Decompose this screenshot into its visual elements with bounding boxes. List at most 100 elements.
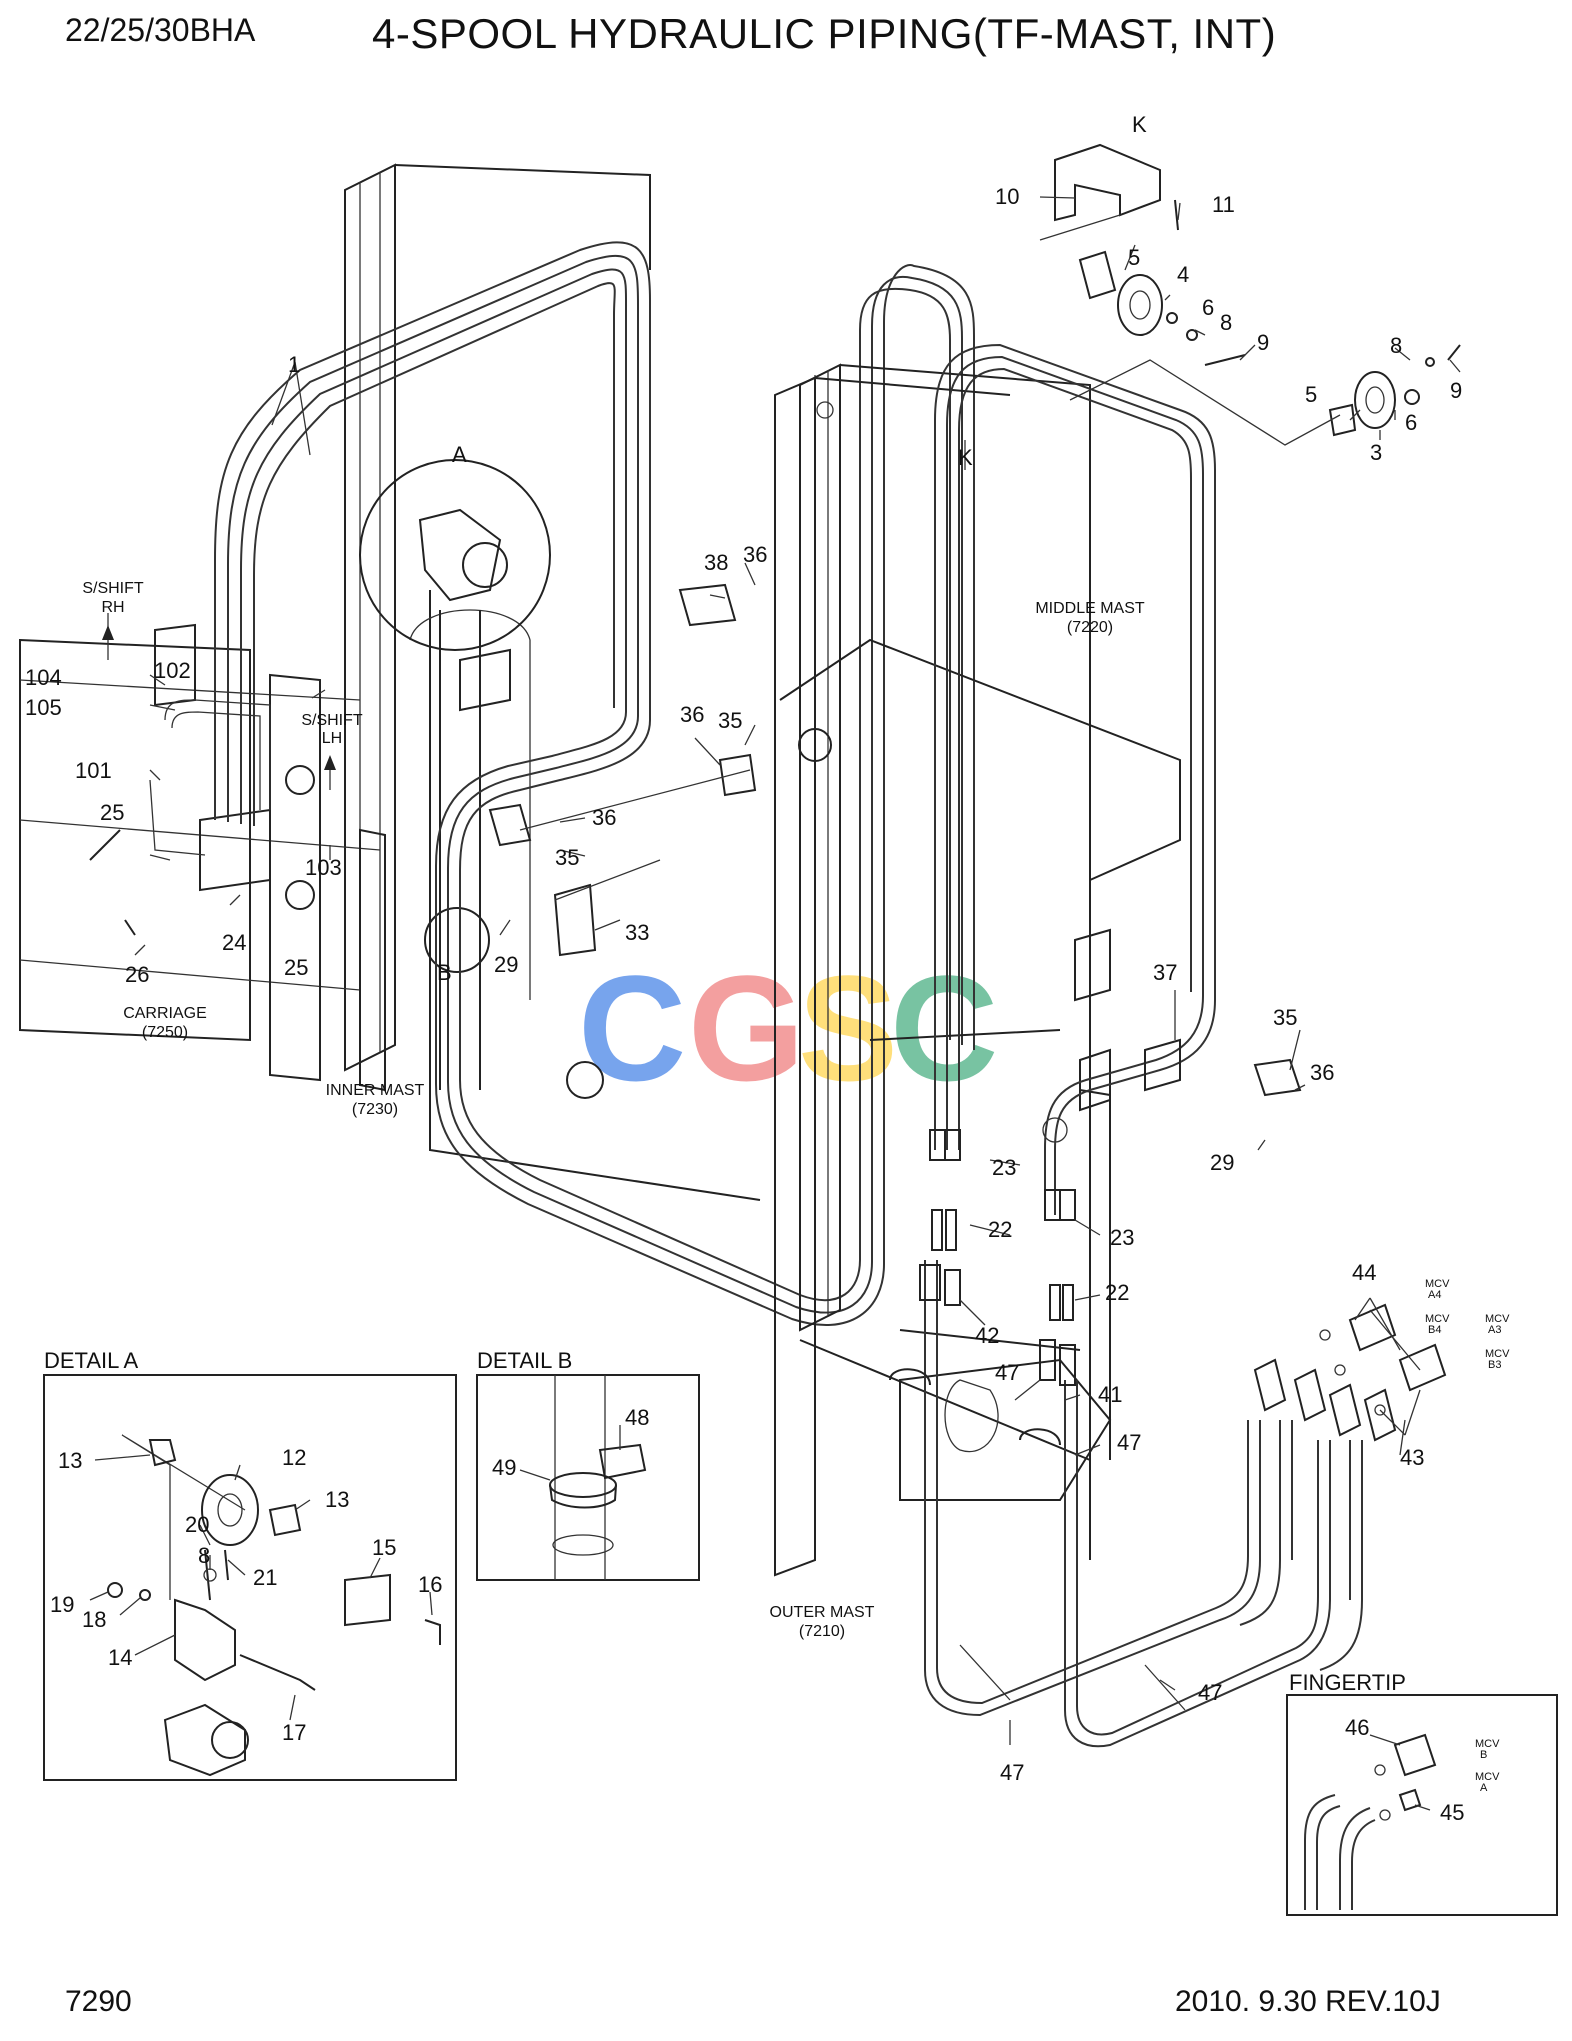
callout: 44	[1352, 1260, 1376, 1285]
callout: 22	[988, 1217, 1012, 1242]
sshift-lh-side: LH	[322, 730, 342, 747]
callout: 22	[1105, 1280, 1129, 1305]
callout: 12	[282, 1445, 306, 1470]
callout: 23	[992, 1155, 1016, 1180]
hose-runs-bottom	[924, 1260, 1397, 1748]
callout: 33	[625, 920, 649, 945]
callout: 103	[305, 855, 342, 880]
callout: 36	[1310, 1060, 1334, 1085]
callout: 105	[25, 695, 62, 720]
mcv-a4-port: A4	[1428, 1289, 1441, 1301]
callout: 104	[25, 665, 62, 690]
callout: 38	[704, 550, 728, 575]
outer-mast-label: OUTER MAST	[770, 1604, 875, 1621]
outer-mast	[774, 376, 1112, 1577]
part-callouts: 1 102 104 105 101 25 26 24 25 103 38 36 …	[25, 184, 1464, 1825]
watermark-letter-1: C	[578, 944, 686, 1112]
watermark-letter-4: C	[890, 944, 998, 1112]
control-valve-block	[199, 808, 271, 892]
pipe-loop-left	[214, 241, 975, 1327]
callout: 13	[58, 1448, 82, 1473]
carriage-label: CARRIAGE	[123, 1005, 207, 1022]
callout: 11	[1212, 192, 1235, 217]
callout: 24	[222, 930, 246, 955]
callout: 9	[1257, 330, 1269, 355]
model-number: 22/25/30BHA	[65, 12, 256, 48]
view-b-label: B	[437, 960, 452, 985]
revision-date: 2010. 9.30 REV.10J	[1175, 1985, 1441, 2018]
mcv-a3-port: A3	[1488, 1324, 1501, 1336]
callout: 47	[1198, 1680, 1222, 1705]
callout: 42	[975, 1323, 999, 1348]
callout: 14	[108, 1645, 132, 1670]
callout: 36	[743, 542, 767, 567]
callout: 1	[288, 352, 300, 377]
callout: 25	[100, 800, 124, 825]
pipe-loop-middle	[934, 343, 1216, 1215]
callout: 19	[50, 1592, 74, 1617]
callout: 4	[1177, 262, 1189, 287]
middle-mast-number: (7220)	[1067, 619, 1113, 636]
sshift-lh-label: S/SHIFT	[301, 712, 363, 729]
callout: 18	[82, 1607, 106, 1632]
callout: 46	[1345, 1715, 1369, 1740]
mcv-b4-port: B4	[1428, 1324, 1441, 1336]
mcv-fittings	[1319, 1303, 1447, 1456]
carriage	[19, 623, 386, 1092]
inner-mast	[344, 163, 761, 1201]
view-a-label: A	[452, 442, 467, 467]
callout: 6	[1202, 295, 1214, 320]
callout: 20	[185, 1512, 209, 1537]
page-number: 7290	[65, 1985, 132, 2018]
callout: 6	[1405, 410, 1417, 435]
callout: 102	[154, 658, 191, 683]
callout: 17	[282, 1720, 306, 1745]
callout: 35	[718, 708, 742, 733]
callout: 5	[1305, 382, 1317, 407]
callout: 47	[1000, 1760, 1024, 1785]
fingertip-panel	[1286, 1694, 1558, 1916]
callout: 37	[1153, 960, 1177, 985]
callout: 29	[1210, 1150, 1234, 1175]
callout: 3	[1370, 440, 1382, 465]
fittings-center	[889, 1129, 1076, 1446]
mcv-b3-label: MCV	[1485, 1348, 1510, 1360]
callout: 13	[325, 1487, 349, 1512]
sshift-arrows	[102, 625, 336, 790]
callout: 8	[198, 1543, 210, 1568]
mcv-fingertip-a-port: A	[1480, 1782, 1488, 1794]
leader-lines	[89, 196, 1461, 1811]
page-title: 4-SPOOL HYDRAULIC PIPING(TF-MAST, INT)	[372, 10, 1277, 57]
detail-a-panel	[43, 1374, 457, 1781]
inner-mast-number: (7230)	[352, 1101, 398, 1118]
inner-mast-label: INNER MAST	[326, 1082, 425, 1099]
view-k-label-top: K	[1132, 112, 1147, 137]
fingertip-title: FINGERTIP	[1289, 1670, 1406, 1695]
callout: 9	[1450, 378, 1462, 403]
mcv-b3-port: B3	[1488, 1359, 1501, 1371]
detail-a-title: DETAIL A	[44, 1348, 138, 1373]
mcv-port-labels: MCV A4 MCV B4 MCV A3 MCV B3 MCV B MCV A	[1425, 1278, 1510, 1794]
callout: 36	[592, 805, 616, 830]
detail-b-circle	[424, 907, 490, 973]
callout: 41	[1098, 1382, 1122, 1407]
callout: 8	[1220, 310, 1232, 335]
mcv-a4-label: MCV	[1425, 1278, 1450, 1290]
callout: 47	[995, 1360, 1019, 1385]
diagram-labels: DETAIL A DETAIL B FINGERTIP A B K K CARR…	[44, 112, 1406, 1695]
callout: 26	[125, 962, 149, 987]
callout: 21	[253, 1565, 277, 1590]
outer-mast-number: (7210)	[799, 1623, 845, 1640]
callout: 29	[494, 952, 518, 977]
detail-b-panel	[476, 1374, 700, 1581]
callout: 5	[1128, 245, 1140, 270]
callout: 49	[492, 1455, 516, 1480]
roller-bracket-assembly	[1039, 143, 1461, 446]
sshift-rh-side: RH	[101, 599, 124, 616]
callout: 35	[1273, 1005, 1297, 1030]
mcv-b4-label: MCV	[1425, 1313, 1450, 1325]
mcv-a3-label: MCV	[1485, 1313, 1510, 1325]
callout: 48	[625, 1405, 649, 1430]
detail-a-circle	[359, 459, 551, 651]
callout: 10	[995, 184, 1019, 209]
